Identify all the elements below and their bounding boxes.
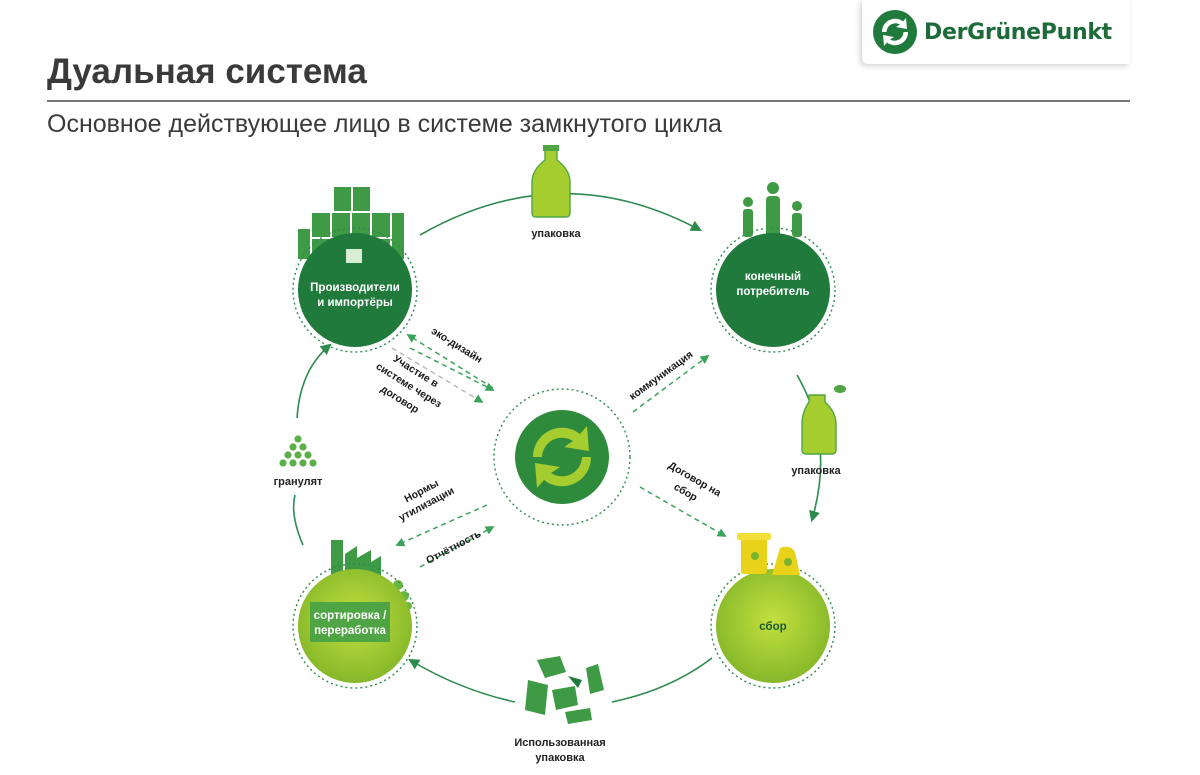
consumer-label-line1: конечный [745, 271, 801, 283]
node-producers: Производители и импортёры [292, 187, 418, 353]
arrow-communication [632, 354, 710, 413]
arrow-waste-to-sorting [408, 658, 516, 703]
packaging-top-label: упаковка [531, 228, 581, 240]
node-consumer: конечный потребитель [710, 182, 836, 353]
dashed-flow-arrows [391, 334, 727, 568]
family-icon [743, 182, 802, 238]
packaging-top: упаковка [531, 145, 582, 240]
sorting-label-line2: переработка [314, 625, 386, 637]
collection-label: сбор [759, 621, 786, 633]
granulate-label: гранулят [274, 476, 323, 488]
title-divider [47, 100, 1130, 102]
page-subtitle: Основное действующее лицо в системе замк… [47, 110, 722, 138]
der-gruene-punkt-logo: DerGrünePunkt [862, 0, 1130, 64]
used-packaging-label-line1: Использованная [514, 737, 605, 749]
producers-label-line2: и импортёры [317, 297, 393, 309]
eco-design-label: эко-дизайн [429, 325, 484, 366]
used-packaging-label-line2: упаковка [535, 752, 585, 764]
arrow-collection-to-waste [611, 657, 713, 703]
node-sorting: сортировка / переработка [292, 540, 418, 689]
waste-icon [525, 656, 604, 724]
green-dot-logo-icon [873, 10, 917, 54]
arrow-contract [639, 486, 727, 537]
granulate: гранулят [274, 435, 323, 488]
arrow-granulate-to-producers [296, 343, 332, 419]
sorting-label-line1: сортировка / [314, 610, 387, 622]
bottle-icon [801, 385, 846, 455]
arrow-norms [395, 504, 488, 547]
bottle-icon [531, 145, 571, 218]
arrow-sorting-to-granulate [292, 494, 304, 546]
page-title: Дуальная система [47, 52, 367, 91]
green-dot-icon [515, 410, 609, 504]
reporting-label: Отчётность [424, 528, 483, 567]
pyramid-icon [279, 435, 317, 467]
communication-label: коммуникация [627, 349, 695, 403]
node-center [493, 388, 631, 526]
packaging-right: упаковка [791, 385, 846, 477]
logo-text: DerGrünePunkt [924, 19, 1112, 45]
arrow-eco-design [406, 334, 494, 389]
arrow-reporting [419, 526, 495, 568]
producers-label-line1: Производители [310, 282, 400, 294]
arrow-eco-design-back [409, 347, 495, 391]
consumer-label-line2: потребитель [736, 286, 809, 298]
bin-icon [737, 533, 800, 575]
used-packaging: Использованная упаковка [514, 656, 606, 764]
packaging-right-label: упаковка [791, 465, 841, 477]
node-collection: сбор [710, 533, 836, 689]
